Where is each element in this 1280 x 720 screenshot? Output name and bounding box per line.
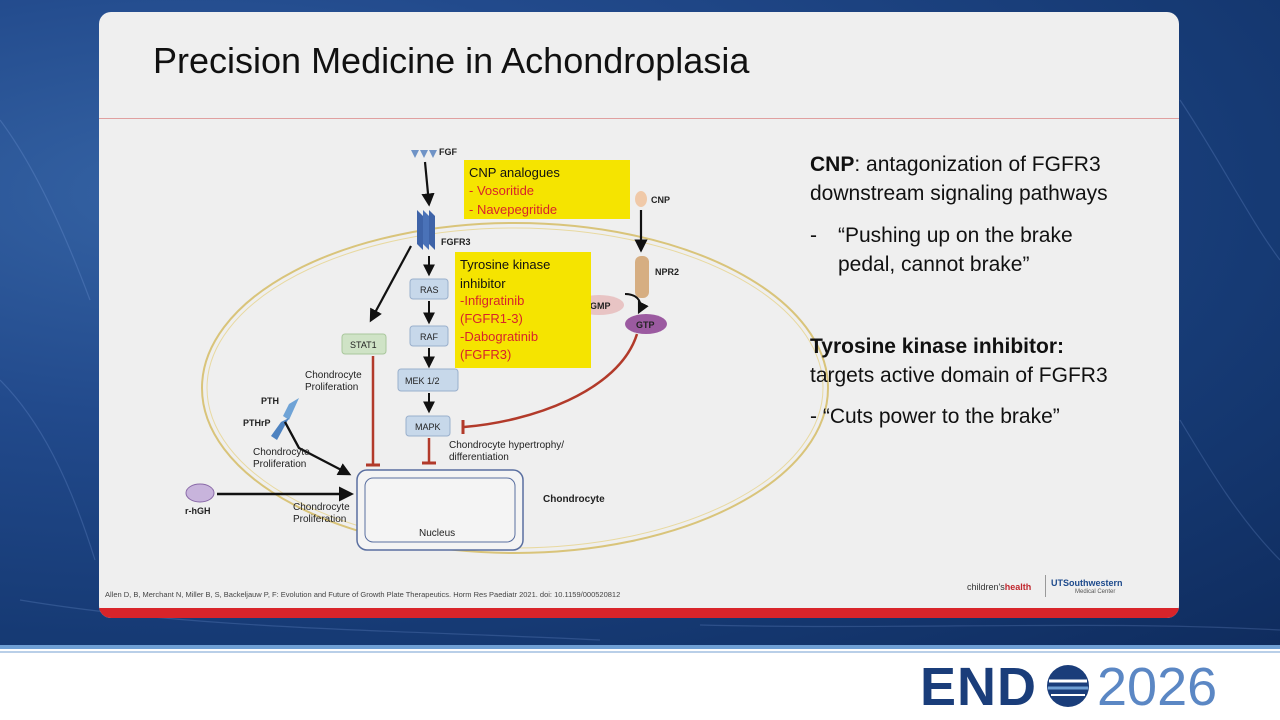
prolif1-label-b: Proliferation xyxy=(305,382,358,393)
cnp-heading: CNP xyxy=(810,153,855,176)
pth-receptor-icon xyxy=(283,398,299,420)
nucleus-inner xyxy=(364,477,516,543)
tki-box-item-3: -Dabogratinib xyxy=(460,329,538,344)
hypertrophy-label-b: differentiation xyxy=(449,452,509,463)
nucleus-outer xyxy=(356,469,524,551)
fgfr3-label: FGFR3 xyxy=(441,237,471,247)
nucleus-label: Nucleus xyxy=(419,528,455,539)
fgf-ligand-icon xyxy=(411,150,437,158)
tki-text: targets active domain of FGFR3 xyxy=(810,364,1108,387)
footer-line-thin xyxy=(0,651,1280,653)
tki-box-item-1: -Infigratinib xyxy=(460,293,524,308)
mapk-label: MAPK xyxy=(415,422,441,432)
stat1-label: STAT1 xyxy=(350,340,377,350)
raf-node xyxy=(409,325,449,347)
slide-bottom-bar xyxy=(99,608,1179,618)
fgf-label: FGF xyxy=(439,147,457,157)
stat1-node xyxy=(341,333,387,355)
tki-box xyxy=(455,252,591,368)
childrens-health-logo: children'shealth xyxy=(967,582,1032,592)
cnp-box-item-2: - Navepegritide xyxy=(469,202,557,217)
hypertrophy-label-a: Chondrocyte hypertrophy/ xyxy=(449,440,564,451)
cnp-bullet-b: pedal, cannot brake” xyxy=(838,253,1030,276)
mek-node xyxy=(397,368,459,392)
cnp-description: CNP: antagonization of FGFR3 downstream … xyxy=(810,150,1108,208)
cnp-bullet: “Pushing up on the brake pedal, cannot b… xyxy=(838,221,1073,279)
cnp-ligand-icon xyxy=(635,191,647,207)
rhgh-node xyxy=(185,483,215,503)
pathway-diagram: Nucleus Chondrocyte FGF FGFR3 CNP NPR2 c… xyxy=(185,147,829,554)
cnp-label: CNP xyxy=(651,195,670,205)
mek-label: MEK 1/2 xyxy=(405,376,440,386)
gtp-node xyxy=(625,314,667,334)
prolif3-label-a: Chondrocyte xyxy=(293,502,350,513)
slide: Precision Medicine in Achondroplasia Nuc… xyxy=(99,12,1179,618)
cnp-text-b: downstream signaling pathways xyxy=(810,182,1108,205)
raf-label: RAF xyxy=(420,332,439,342)
background-network xyxy=(0,99,1280,641)
prolif2-label-a: Chondrocyte xyxy=(253,447,310,458)
logo-separator xyxy=(1045,575,1046,597)
tki-heading: Tyrosine kinase inhibitor: xyxy=(810,335,1064,358)
chondrocyte-label: Chondrocyte xyxy=(543,494,605,505)
tki-box-item-4: (FGFR3) xyxy=(460,347,511,362)
cnp-bullet-dash: - xyxy=(810,224,817,247)
endo-year: 2026 xyxy=(1097,657,1218,717)
tki-box-heading-b: inhibitor xyxy=(460,276,506,291)
pthrp-label: PTHrP xyxy=(243,418,271,428)
ras-label: RAS xyxy=(420,285,439,295)
mapk-node xyxy=(405,415,451,437)
tki-box-item-2: (FGFR1-3) xyxy=(460,311,523,326)
ras-node xyxy=(409,278,449,300)
cnp-bullet-a: “Pushing up on the brake xyxy=(838,224,1073,247)
endo-wordmark: END xyxy=(920,657,1038,717)
cgmp-label: cGMP xyxy=(585,301,611,311)
tki-description: Tyrosine kinase inhibitor: targets activ… xyxy=(810,332,1108,390)
gtp-label: GTP xyxy=(636,320,655,330)
ut-southwestern-subtitle: Medical Center xyxy=(1075,589,1116,595)
fgfr3-receptor-icon xyxy=(417,210,435,250)
cnp-box-heading: CNP analogues xyxy=(469,165,560,180)
footer-line xyxy=(0,645,1280,649)
prolif1-label-a: Chondrocyte xyxy=(305,370,362,381)
npr2-receptor-icon xyxy=(635,256,649,298)
cnp-text-a: : antagonization of FGFR3 xyxy=(854,153,1101,176)
cell-membrane xyxy=(201,222,829,554)
cnp-box-item-1: - Vosoritide xyxy=(469,183,534,198)
rhgh-label: r-hGH xyxy=(185,506,211,516)
prolif3-label-b: Proliferation xyxy=(293,514,346,525)
npr2-label: NPR2 xyxy=(655,267,679,277)
ut-southwestern-logo: UTSouthwestern xyxy=(1051,578,1123,588)
slide-title: Precision Medicine in Achondroplasia xyxy=(153,40,750,81)
sponsor-logos: children'shealth UTSouthwestern Medical … xyxy=(967,575,1147,599)
citation: Allen D, B, Merchant N, Miller B, S, Bac… xyxy=(105,590,621,599)
endo-globe-icon xyxy=(1047,665,1089,707)
tki-bullet: - “Cuts power to the brake” xyxy=(810,405,1060,428)
pth-label: PTH xyxy=(261,396,279,406)
title-divider xyxy=(99,118,1179,119)
cnp-analogues-box xyxy=(464,160,630,219)
prolif2-label-b: Proliferation xyxy=(253,459,306,470)
pthrp-receptor-icon xyxy=(271,418,289,440)
tki-box-heading-a: Tyrosine kinase xyxy=(460,257,550,272)
